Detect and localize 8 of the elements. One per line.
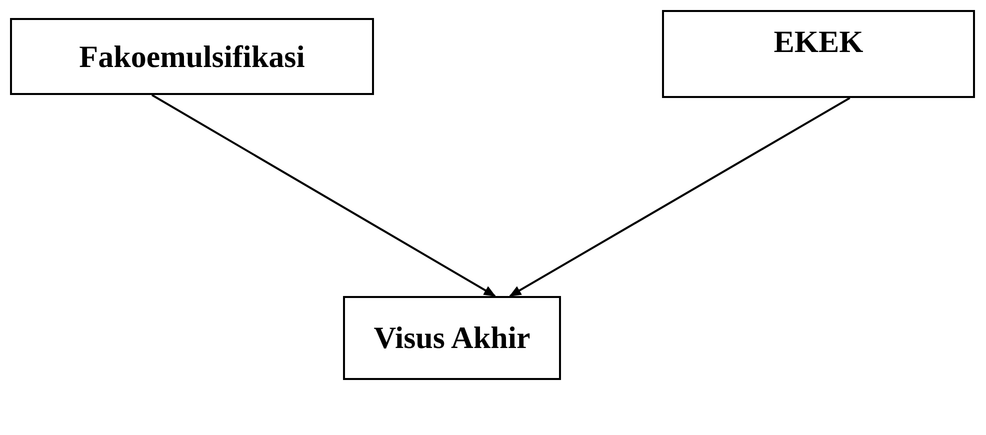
box-label: Visus Akhir (374, 320, 530, 356)
box-label: EKEK (774, 24, 864, 60)
process-box (662, 10, 975, 98)
process-box (10, 18, 374, 95)
arrow (151, 94, 496, 297)
arrow (509, 97, 850, 297)
box-label: Fakoemulsifikasi (79, 38, 305, 74)
process-box (343, 296, 561, 380)
